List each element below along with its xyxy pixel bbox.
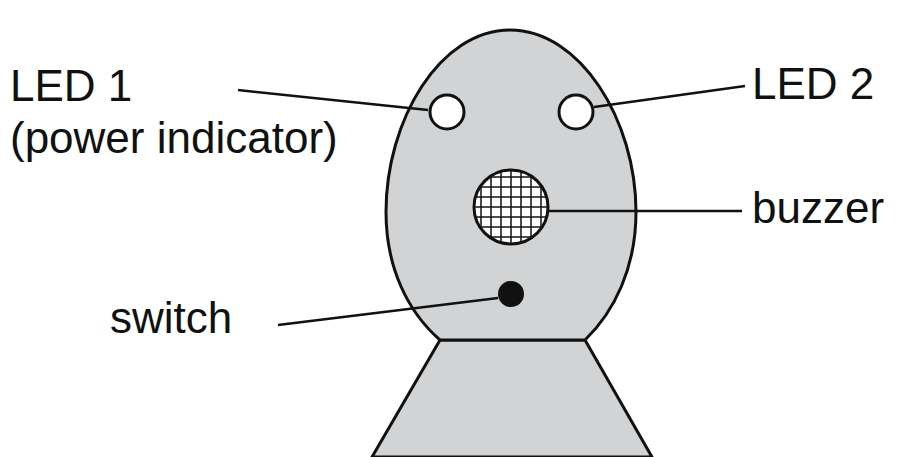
leader-line: [549, 210, 742, 213]
part-label: switch: [110, 292, 232, 344]
part-label: LED 2: [752, 58, 874, 110]
buzzer-outline: [474, 170, 548, 244]
led-symbol: [559, 95, 593, 129]
led-symbol: [430, 95, 464, 129]
leader-line: [594, 86, 745, 107]
leader-line: [278, 298, 498, 325]
part-label: (power indicator): [10, 112, 338, 164]
device-body: [386, 30, 636, 340]
part-label: buzzer: [752, 182, 884, 234]
part-label: LED 1: [10, 60, 132, 112]
leader-line: [238, 90, 428, 110]
buzzer-grid: [465, 165, 560, 250]
switch-symbol: [498, 281, 524, 307]
device-base: [372, 340, 652, 457]
